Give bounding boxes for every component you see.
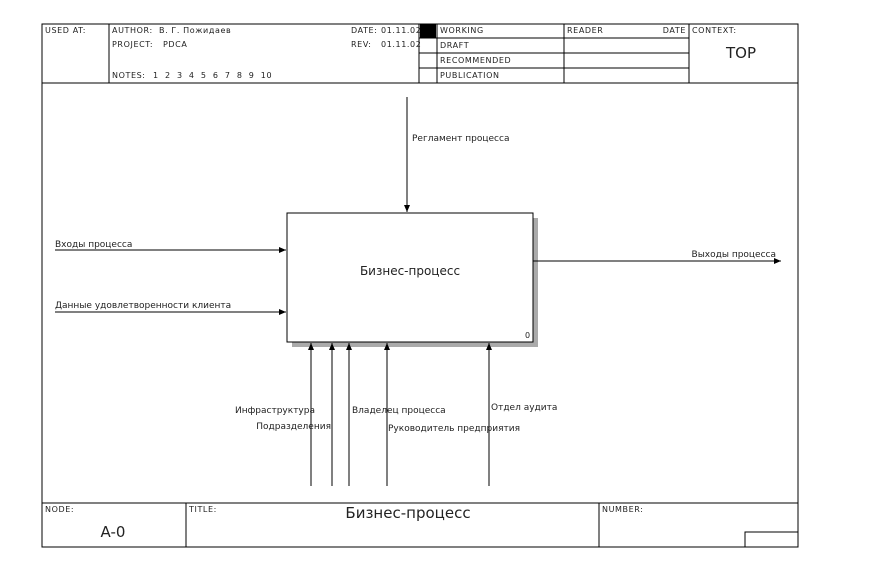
project-label: PROJECT: xyxy=(112,40,153,49)
header-frame xyxy=(41,23,799,84)
mechanism-label-audit: Отдел аудита xyxy=(491,403,557,413)
reader-label: READER xyxy=(567,26,603,35)
node-value: A-0 xyxy=(101,523,126,541)
status-working: WORKING xyxy=(440,26,484,35)
process-box-title: Бизнес-процесс xyxy=(360,264,460,278)
input-arrow-1-label: Входы процесса xyxy=(55,240,132,250)
status-publication: PUBLICATION xyxy=(440,71,500,80)
rev-value: 01.11.02 xyxy=(381,40,421,49)
footer-frame xyxy=(41,502,799,548)
mechanism-label-infrastructure: Инфраструктура xyxy=(235,406,315,416)
mechanism-label-director: Руководитель предприятия xyxy=(388,424,520,434)
status-recommended: RECOMMENDED xyxy=(440,56,511,65)
context-value: TOP xyxy=(725,44,756,62)
author-value: В. Г. Пожидаев xyxy=(159,26,231,35)
mechanism-label-owner: Владелец процесса xyxy=(352,406,446,416)
status-draft: DRAFT xyxy=(440,41,469,50)
process-box[interactable] xyxy=(286,212,534,343)
input-arrow-2-label: Данные удовлетворенности клиента xyxy=(55,301,231,311)
reader-date-label: DATE xyxy=(663,26,686,35)
output-arrow-label: Выходы процесса xyxy=(692,250,776,260)
process-box-number: 0 xyxy=(525,331,531,340)
node-label: NODE: xyxy=(45,505,74,514)
author-label: AUTHOR: xyxy=(112,26,153,35)
mechanism-label-departments: Подразделения xyxy=(256,422,331,432)
project-value: PDCA xyxy=(163,40,187,49)
number-label: NUMBER: xyxy=(602,505,644,514)
footer-title-value: Бизнес-процесс xyxy=(345,504,470,522)
diagram-frame xyxy=(41,83,799,503)
notes-numbers: 1 2 3 4 5 6 7 8 9 10 xyxy=(153,71,272,80)
control-arrow-label: Регламент процесса xyxy=(412,134,509,144)
context-label: CONTEXT: xyxy=(692,26,737,35)
date-value: 01.11.02 xyxy=(381,26,421,35)
title-label: TITLE: xyxy=(188,505,217,514)
working-status-marker xyxy=(420,24,436,38)
rev-label: REV: xyxy=(351,40,372,49)
used-at-label: USED AT: xyxy=(45,26,86,35)
date-label: DATE: xyxy=(351,26,378,35)
notes-label: NOTES: xyxy=(112,71,146,80)
